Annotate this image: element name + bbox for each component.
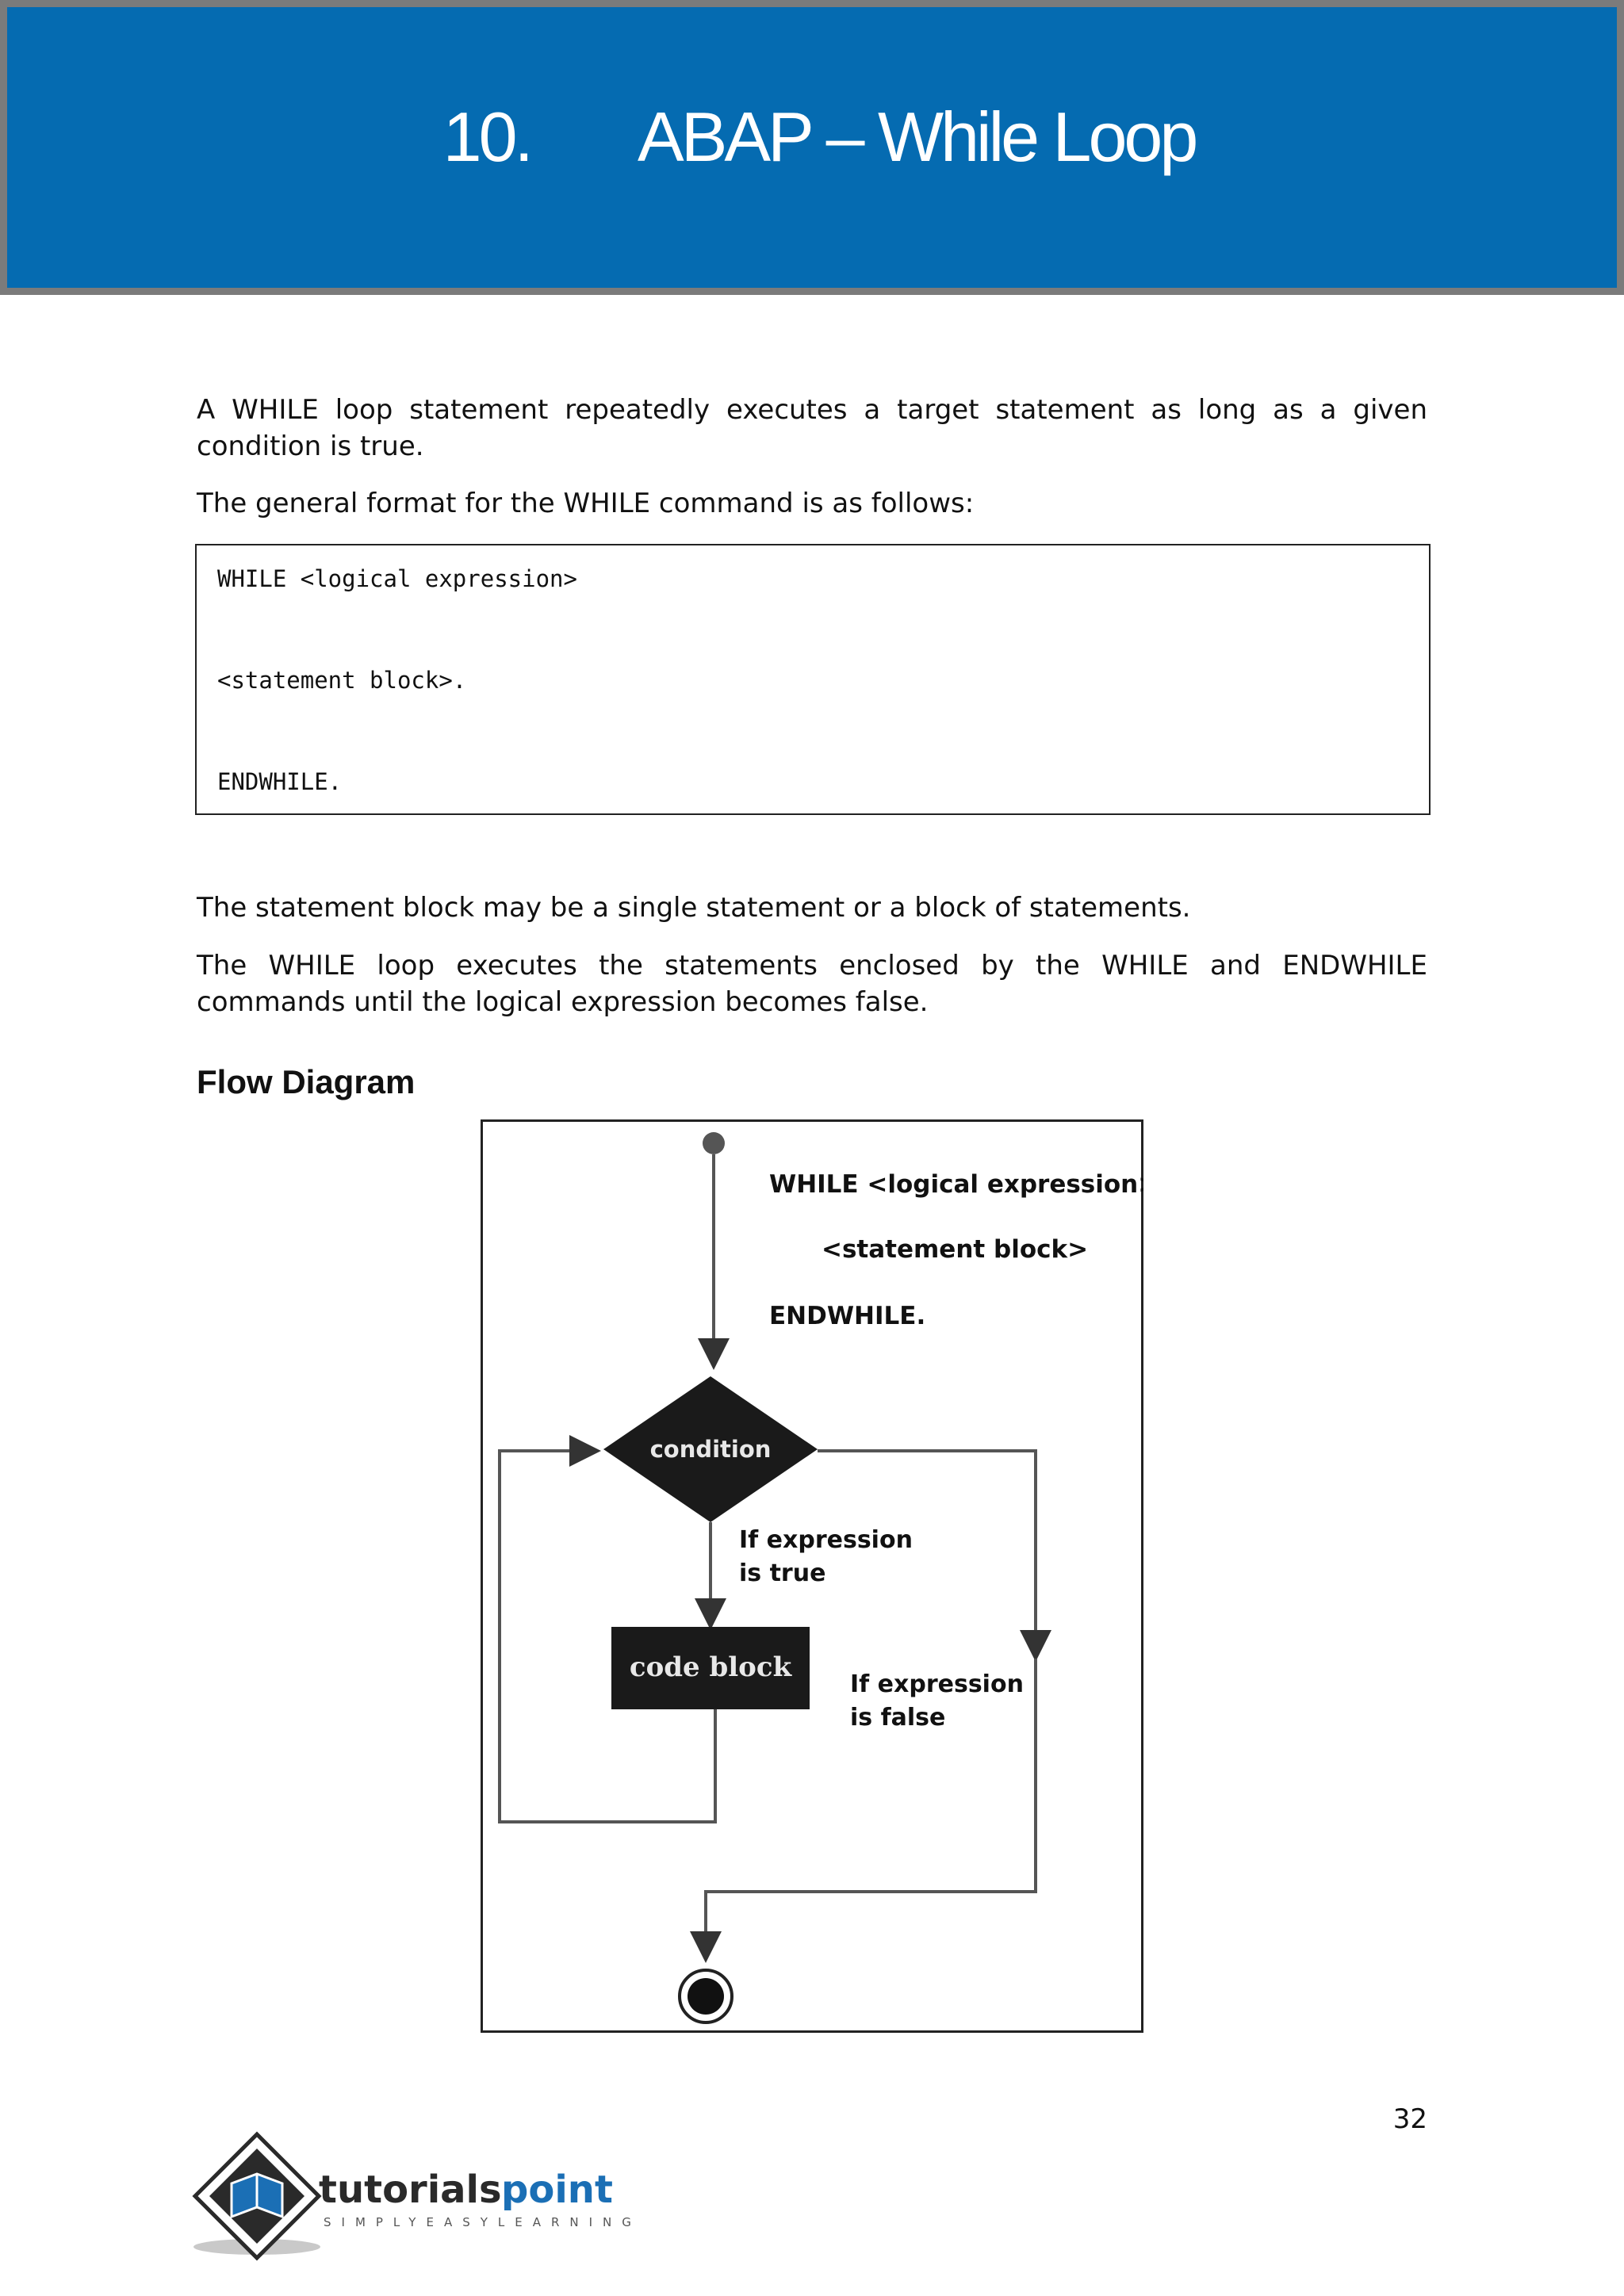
chapter-title-text: ABAP – While Loop <box>638 98 1198 176</box>
false-branch-label: If expression <box>850 1670 1024 1698</box>
flow-diagram: WHILE <logical expression>. <statement b… <box>481 1119 1143 2033</box>
code-line: WHILE <logical expression> <box>217 565 577 592</box>
chapter-header-band: 10. ABAP – While Loop <box>0 0 1624 295</box>
section-heading: Flow Diagram <box>197 1063 416 1100</box>
code-line: <statement block>. <box>217 667 467 694</box>
true-branch-label: If expression <box>739 1526 913 1554</box>
chapter-title: 10. ABAP – While Loop <box>7 90 1624 185</box>
chapter-number: 10. <box>442 98 534 176</box>
diagram-syntax-line: ENDWHILE. <box>769 1302 925 1330</box>
condition-diamond <box>603 1376 818 1522</box>
code-line: ENDWHILE. <box>217 768 343 795</box>
logo-text-point: point <box>501 2168 613 2212</box>
code-block: WHILE <logical expression> <statement bl… <box>195 544 1431 815</box>
true-branch-label: is true <box>739 1559 825 1587</box>
tutorialspoint-logo: tutorials point SIMPLYEASYLEARNING <box>192 2131 636 2261</box>
diagram-frame <box>481 1119 1143 2033</box>
statement-block-paragraph: The statement block may be a single stat… <box>197 892 1191 924</box>
code-block-node <box>611 1627 810 1709</box>
page-number: 32 <box>1392 2103 1427 2135</box>
intro-paragraph: A WHILE loop statement repeatedly execut… <box>197 394 1427 462</box>
format-intro-paragraph: The general format for the WHILE command… <box>197 488 975 519</box>
end-node-core <box>688 1978 724 2015</box>
diagram-syntax-line: WHILE <logical expression>. <box>769 1170 1143 1199</box>
code-block-label: code block <box>630 1651 793 1683</box>
logo-tagline: SIMPLYEASYLEARNING <box>324 2215 636 2229</box>
false-branch-arrow <box>818 1449 1051 1662</box>
false-branch-label: is false <box>850 1704 945 1732</box>
start-node <box>703 1132 725 1154</box>
loop-back-arrow <box>498 1435 717 1823</box>
diagram-syntax-line: <statement block> <box>822 1235 1088 1264</box>
condition-label: condition <box>650 1436 772 1463</box>
logo-text-tutorials: tutorials <box>319 2168 502 2212</box>
to-end-arrow <box>690 1659 1037 1963</box>
while-explanation-paragraph: The WHILE loop executes the statements e… <box>197 950 1427 1018</box>
